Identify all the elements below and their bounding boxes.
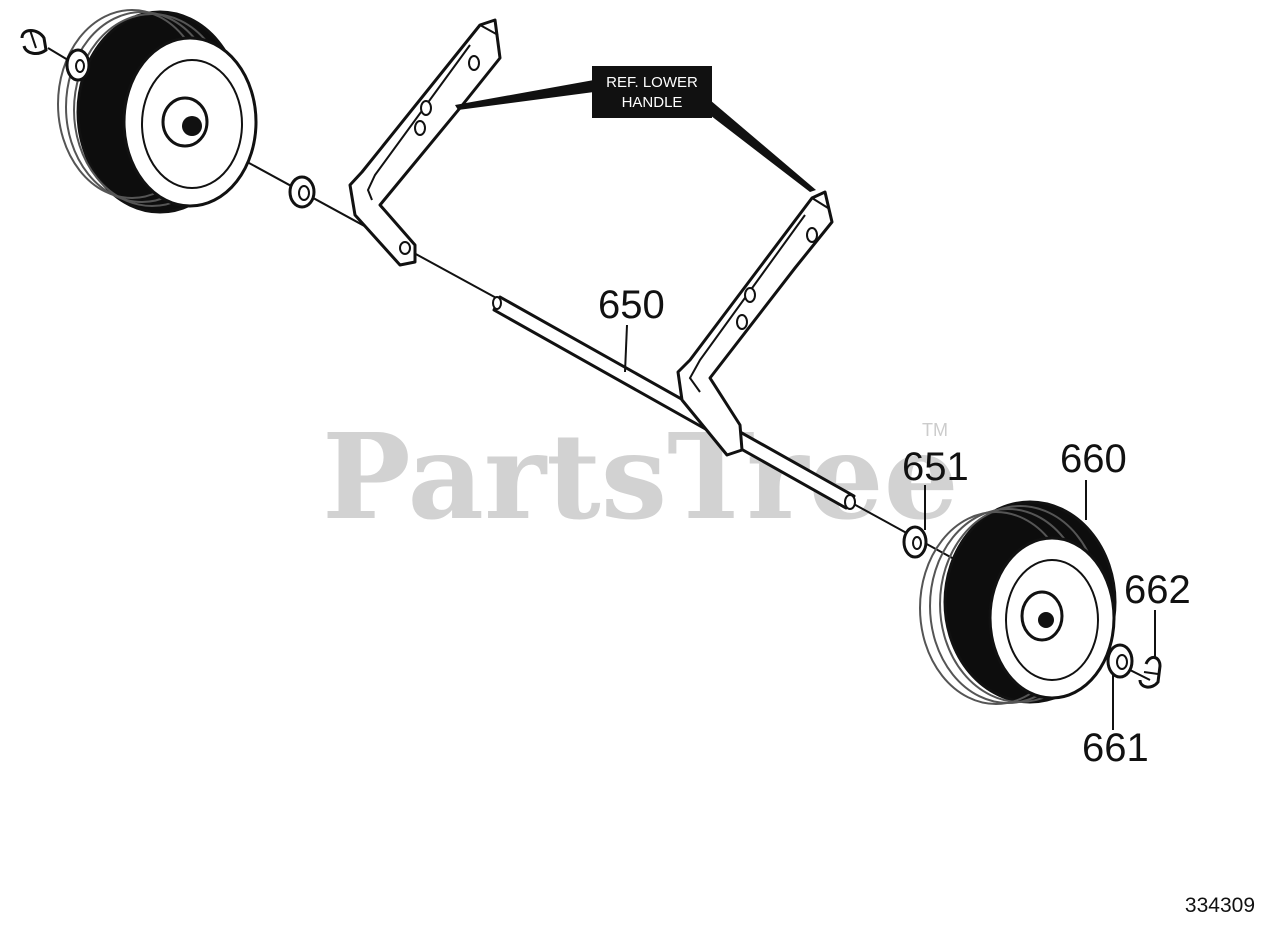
washer-661[interactable]	[1106, 643, 1134, 679]
bolt-hole	[414, 120, 426, 136]
callout-line-1: REF. LOWER	[606, 74, 698, 91]
left-hairpin-clip[interactable]	[20, 29, 48, 55]
bolt-hole	[806, 227, 818, 243]
part-label-650: 650	[598, 283, 665, 327]
washer-651[interactable]	[902, 525, 928, 559]
left-wheel[interactable]	[57, 9, 258, 214]
bolt-hole	[736, 314, 748, 330]
bolt-hole	[744, 287, 756, 303]
left-washer-outer[interactable]	[65, 48, 91, 82]
bolt-hole	[420, 100, 432, 116]
lower-handle-callout: REF. LOWER HANDLE	[455, 66, 816, 192]
part-label-662: 662	[1124, 568, 1191, 612]
bolt-hole	[399, 241, 411, 255]
axle-bore	[182, 116, 202, 136]
bolt-hole	[468, 55, 480, 71]
left-handle-bracket[interactable]	[348, 18, 502, 267]
watermark-brand: PartsTree	[322, 407, 959, 546]
callout-line-2: HANDLE	[622, 94, 683, 111]
callout-box	[592, 66, 712, 118]
axle-bore	[1038, 612, 1054, 628]
wheel-660[interactable]	[919, 500, 1117, 705]
drawing-number: 334309	[1185, 894, 1255, 917]
part-label-651: 651	[902, 445, 969, 489]
leader-lines	[624, 324, 1156, 730]
watermark-trademark: TM	[922, 420, 948, 440]
hairpin-clip-662[interactable]	[1138, 656, 1162, 689]
left-washer-inner[interactable]	[288, 175, 316, 209]
part-label-660: 660	[1060, 437, 1127, 481]
right-handle-bracket[interactable]	[676, 190, 834, 457]
watermark: PartsTree TM	[322, 407, 959, 546]
part-label-661: 661	[1082, 726, 1149, 770]
